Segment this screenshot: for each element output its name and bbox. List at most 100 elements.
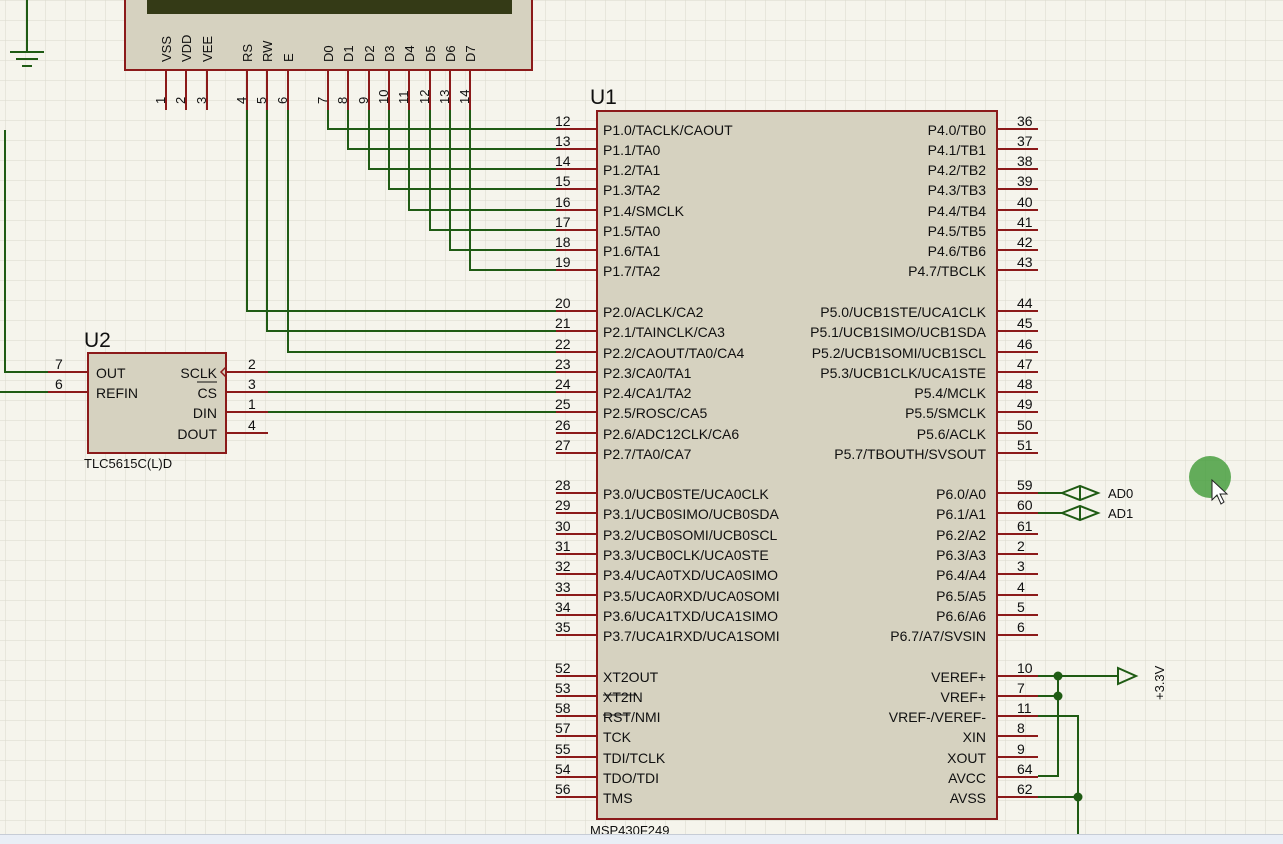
lcd-pin-name: VEE: [200, 36, 215, 62]
lcd-pin-name: D1: [341, 45, 356, 62]
u1-pin-number: 44: [1017, 295, 1033, 311]
u1-pin-number: 6: [1017, 619, 1025, 635]
u1-pin-number: 64: [1017, 761, 1033, 777]
u2-pin-label: REFIN: [96, 385, 138, 401]
lcd-pin-name: D4: [402, 45, 417, 62]
u1-pin-number: 26: [555, 417, 571, 433]
u1-pin-label: RST/NMI: [603, 709, 661, 725]
u1-body[interactable]: [596, 110, 998, 820]
u1-pin-label: P1.3/TA2: [603, 182, 661, 198]
ground-symbol[interactable]: [10, 0, 44, 67]
u1-pin-number: 21: [555, 315, 571, 331]
lcd-pin-num: 1: [153, 97, 168, 104]
u1-pin-number: 58: [555, 700, 571, 716]
u2-pin-label: SCLK: [180, 365, 217, 381]
u1-pin-label: P3.0/UCB0STE/UCA0CLK: [603, 486, 769, 502]
terminal-ad1[interactable]: [1059, 504, 1101, 522]
u1-pin-number: 55: [555, 741, 571, 757]
u1-pin-label: XT2OUT: [603, 669, 659, 685]
clock-marker-icon: [219, 366, 227, 378]
wire-vref-tie: [1038, 676, 1059, 777]
u1-pin-label: P4.5/TB5: [928, 223, 987, 239]
u1-pin-label: P2.7/TA0/CA7: [603, 446, 692, 462]
wire-d4: [408, 110, 556, 211]
lcd-pin-num: 11: [396, 91, 411, 105]
u1-pin-label: P5.0/UCB1STE/UCA1CLK: [820, 304, 986, 320]
u1-pin-label: TDO/TDI: [603, 770, 659, 786]
wire-d1: [347, 110, 556, 150]
u1-pin-label: P4.4/TB4: [928, 203, 987, 219]
u1-pin-number: 54: [555, 761, 571, 777]
u1-pin-label: VREF-/VEREF-: [889, 709, 987, 725]
u1-pin-number: 52: [555, 660, 571, 676]
u1-pin-number: 15: [555, 173, 571, 189]
u1-pin-number: 4: [1017, 579, 1025, 595]
lcd-pin-num: 7: [315, 97, 330, 104]
u1-pin-number: 12: [555, 113, 571, 129]
terminal-ad0[interactable]: [1059, 484, 1101, 502]
u1-pin-number: 27: [555, 437, 571, 453]
power-terminal-3v3[interactable]: [1117, 666, 1139, 686]
lcd-pin-num: 3: [194, 97, 209, 104]
lcd-pins: VSS1VDD2VEE3RS4RW5E6D07D18D29D310D411D51…: [153, 35, 478, 110]
u1-pin-number: 29: [555, 497, 571, 513]
u1-right-pins: 36P4.0/TB037P4.1/TB138P4.2/TB239P4.3/TB3…: [810, 113, 1038, 806]
u1-pin-label: TMS: [603, 790, 633, 806]
u1-pin-label: TCK: [603, 729, 632, 745]
u1-pin-label: P2.2/CAOUT/TA0/CA4: [603, 345, 745, 361]
u1-pin-label: P3.2/UCB0SOMI/UCB0SCL: [603, 527, 777, 543]
u1-pin-number: 22: [555, 336, 571, 352]
u1-pin-number: 25: [555, 396, 571, 412]
lcd-pin-num: 6: [275, 97, 290, 104]
u1-pin-number: 20: [555, 295, 571, 311]
u1-pin-label: P5.2/UCB1SOMI/UCB1SCL: [812, 345, 986, 361]
u1-pin-number: 35: [555, 619, 571, 635]
u1-pin-label: P1.1/TA0: [603, 142, 661, 158]
u2-pin-label: OUT: [96, 365, 126, 381]
u2-pin-number: 7: [55, 356, 63, 372]
u1-pin-label: P1.4/SMCLK: [603, 203, 685, 219]
wire-e: [287, 110, 556, 353]
u1-pin-label: P3.6/UCA1TXD/UCA1SIMO: [603, 608, 778, 624]
lcd-pin-name: VDD: [179, 35, 194, 62]
lcd-display[interactable]: [124, 0, 533, 71]
wire-rs: [246, 110, 556, 312]
u2-pin-number: 1: [248, 396, 256, 412]
u1-pin-number: 57: [555, 720, 571, 736]
u1-pin-number: 7: [1017, 680, 1025, 696]
u1-pin-label: P6.1/A1: [936, 506, 986, 522]
u1-pin-label: P4.6/TB6: [928, 243, 987, 259]
u2-body[interactable]: [87, 352, 227, 454]
u1-left-pins: 12P1.0/TACLK/CAOUT13P1.1/TA014P1.2/TA115…: [555, 113, 780, 806]
u1-pin-number: 3: [1017, 558, 1025, 574]
u1-pin-label: P6.7/A7/SVSIN: [890, 628, 986, 644]
u1-pin-number: 53: [555, 680, 571, 696]
u2-pin-number: 6: [55, 376, 63, 392]
u2-pin-label: DIN: [193, 405, 217, 421]
u1-pin-label: XOUT: [947, 750, 986, 766]
status-bar: [0, 834, 1283, 844]
mouse-cursor-icon: [1211, 478, 1229, 505]
u2-pin-number: 2: [248, 356, 256, 372]
u1-pin-number: 60: [1017, 497, 1033, 513]
u1-pin-number: 34: [555, 599, 571, 615]
u1-pin-number: 18: [555, 234, 571, 250]
u2-pin-label: CS: [198, 385, 217, 401]
u1-pin-label: P6.6/A6: [936, 608, 986, 624]
u1-pin-number: 8: [1017, 720, 1025, 736]
lcd-pin-name: D7: [463, 45, 478, 62]
lcd-pin-num: 10: [376, 90, 391, 104]
lcd-pin-num: 13: [437, 90, 452, 104]
u1-ref: U1: [590, 86, 617, 109]
label-ad1: AD1: [1108, 506, 1133, 521]
u1-pin-number: 31: [555, 538, 571, 554]
u1-pin-label: P1.6/TA1: [603, 243, 661, 259]
u1-pin-number: 19: [555, 254, 571, 270]
u1-pin-number: 45: [1017, 315, 1033, 331]
u1-pin-number: 42: [1017, 234, 1033, 250]
u1-pin-label: P4.7/TBCLK: [908, 263, 986, 279]
u1-pin-number: 51: [1017, 437, 1033, 453]
u1-pin-number: 10: [1017, 660, 1033, 676]
wire-d5: [429, 110, 556, 231]
